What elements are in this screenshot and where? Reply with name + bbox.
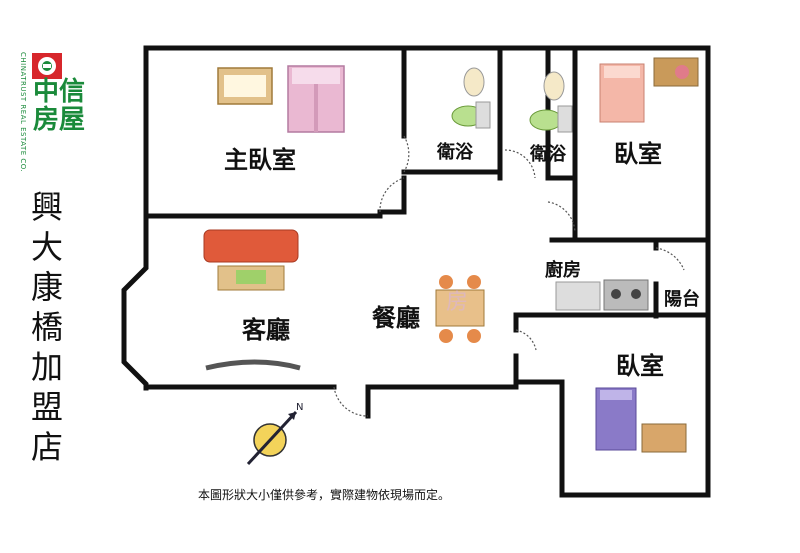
label-balcony: 陽台	[664, 289, 700, 310]
label-kitchen: 廚房	[545, 260, 581, 281]
label-dining-room: 餐廳	[372, 304, 420, 332]
store-title: 興大康橋加盟店	[26, 190, 64, 470]
label-bedroom-top: 臥室	[614, 140, 662, 168]
label-bath-left: 衛浴	[437, 142, 473, 163]
logo-emblem-icon	[32, 53, 62, 79]
label-bedroom-bottom: 臥室	[616, 352, 664, 380]
brand-name: 中信房屋	[33, 77, 86, 135]
master-bedroom-furniture	[217, 65, 345, 133]
compass-north-label: N	[296, 402, 304, 413]
bath-right-fixtures	[529, 71, 573, 133]
brand-english-name: CHINATRUST REAL ESTATE CO.	[19, 52, 27, 173]
bedroom-top-furniture	[599, 57, 699, 123]
bath-left-fixtures	[451, 67, 491, 129]
kitchen-fixtures	[555, 279, 649, 311]
label-master-bedroom: 主臥室	[224, 146, 296, 174]
label-bath-right: 衛浴	[530, 144, 566, 165]
dining-table	[435, 275, 485, 343]
disclaimer-note: 本圖形狀大小僅供參考，實際建物依現場而定。	[198, 488, 451, 502]
door-arcs	[333, 135, 685, 417]
watermark: 房	[446, 290, 469, 315]
label-living-room: 客廳	[242, 316, 290, 344]
bedroom-bottom-furniture	[595, 387, 687, 453]
living-room-furniture	[203, 229, 301, 371]
compass-icon	[246, 410, 298, 466]
